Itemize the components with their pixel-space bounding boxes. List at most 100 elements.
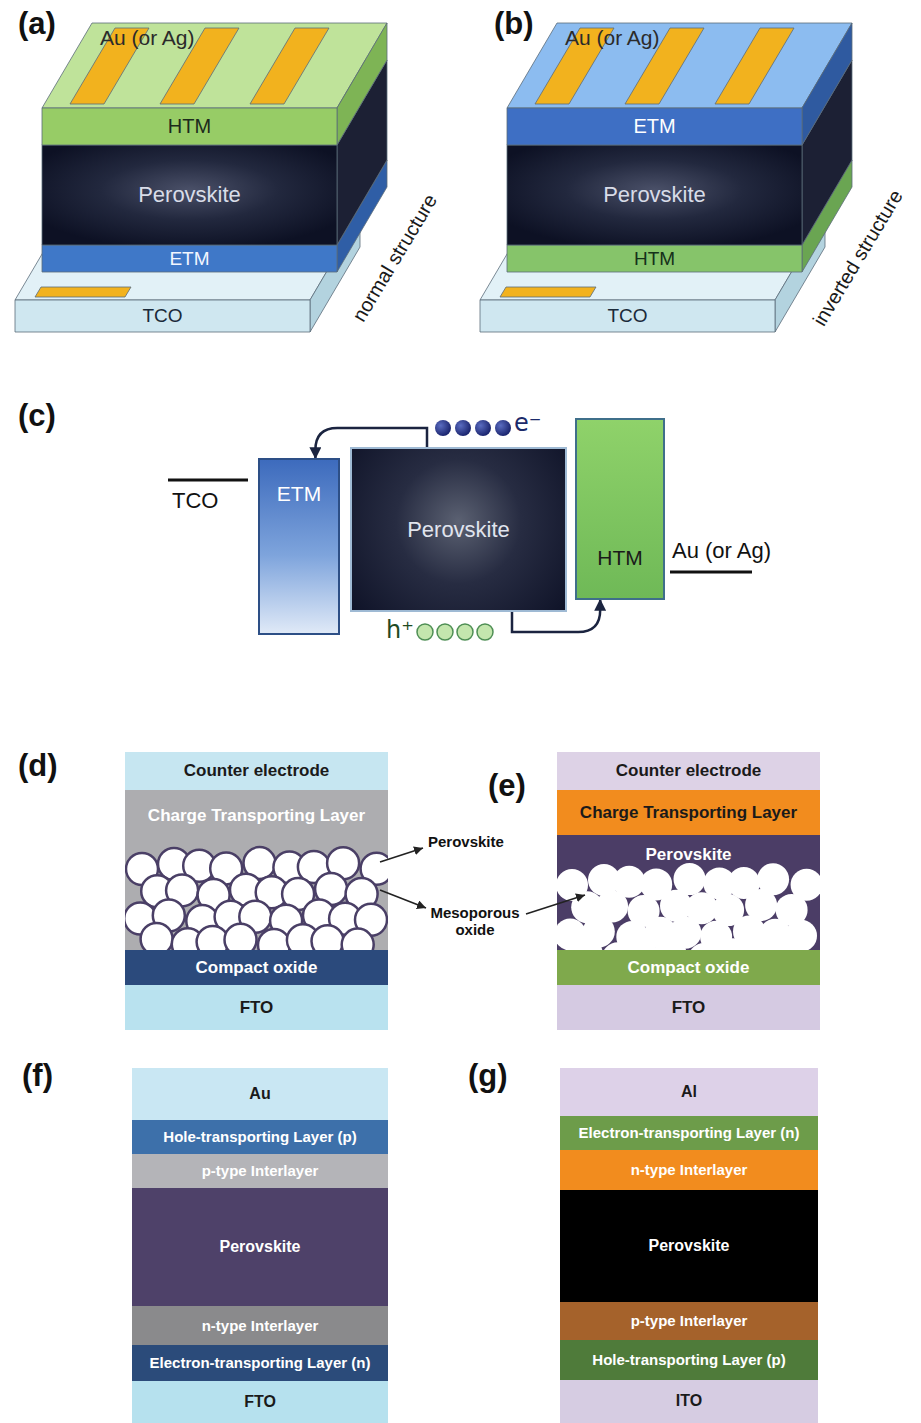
layer-box: Au [132, 1068, 388, 1120]
layer-box: Perovskite [557, 835, 820, 950]
layer-box: Charge Transporting Layer [125, 790, 388, 950]
layer-label: Compact oxide [196, 958, 318, 978]
layer-label: Au [249, 1085, 270, 1103]
layer-box: Perovskite [507, 145, 802, 245]
layer-box: Perovskite [42, 145, 337, 245]
layer-label: TCO [142, 305, 182, 327]
annotation-label: Perovskite [428, 833, 504, 850]
panel-letter: (e) [488, 768, 526, 804]
layer-box: Electron-transporting Layer (n) [560, 1116, 818, 1150]
layer-face [42, 145, 337, 245]
layer-label: Charge Transporting Layer [148, 806, 365, 826]
oxide-particle [772, 943, 804, 950]
annotation-label: e⁻ [514, 410, 541, 438]
oxide-particle [655, 938, 687, 950]
oxide-particle [225, 924, 257, 950]
oxide-particle [258, 929, 290, 950]
layer-face [802, 23, 852, 145]
layer-label: Al [681, 1083, 697, 1101]
layer-box: Counter electrode [125, 752, 388, 790]
layer-box: ETM [258, 458, 340, 635]
layer-box: p-type Interlayer [132, 1154, 388, 1188]
electrode-strip [35, 287, 131, 297]
layer-box: Compact oxide [557, 950, 820, 985]
layer-face [507, 245, 802, 272]
layer-label: Electron-transporting Layer (n) [150, 1354, 371, 1371]
layer-face [337, 23, 387, 145]
layer-box: p-type Interlayer [560, 1302, 818, 1340]
metal-level [670, 571, 752, 574]
layer-label: Perovskite [603, 182, 706, 207]
electrode-strip [500, 287, 596, 297]
layer-box: ETM [507, 108, 802, 145]
panel-letter: (b) [494, 6, 534, 42]
layer-box: Perovskite [560, 1190, 818, 1302]
layer-box: ETM [42, 245, 337, 272]
layer-label: Counter electrode [184, 761, 329, 781]
oxide-particle [688, 943, 720, 950]
layer-box: HTM [42, 108, 337, 145]
layer-box: TCO [480, 300, 775, 332]
panel-letter: (f) [22, 1058, 53, 1094]
layer-label: Hole-transporting Layer (p) [163, 1128, 356, 1145]
layer-label: Compact oxide [628, 958, 750, 978]
layer-box: Compact oxide [125, 950, 388, 985]
layer-label: FTO [240, 998, 274, 1018]
oxide-particle [342, 929, 374, 950]
layer-box: FTO [125, 985, 388, 1030]
annotation-label: normal structure [348, 190, 442, 326]
layer-label: HTM [597, 546, 643, 570]
layer-label: Perovskite [649, 1237, 730, 1255]
layer-label: HTM [634, 248, 675, 270]
oxide-particle [312, 925, 344, 950]
layer-label: p-type Interlayer [631, 1312, 748, 1329]
panel-letter: (c) [18, 398, 56, 434]
annotation-label: TCO [172, 488, 218, 513]
mesoporous-particles [557, 863, 820, 950]
layer-box: Charge Transporting Layer [557, 790, 820, 835]
layer-face [42, 23, 387, 108]
layer-box: TCO [15, 300, 310, 332]
panel-letter: (g) [468, 1058, 508, 1094]
layer-stacks [15, 23, 852, 332]
layer-label: ETM [169, 248, 209, 270]
annotation-label: inverted structure [808, 186, 907, 330]
layer-label: p-type Interlayer [202, 1162, 319, 1179]
annotation-label: Mesoporous oxide [420, 904, 530, 939]
layer-label: Perovskite [646, 845, 732, 865]
annotation-label: Au (or Ag) [565, 26, 660, 50]
hole-dots [417, 624, 493, 640]
layer-label: Counter electrode [616, 761, 761, 781]
layer-label: Charge Transporting Layer [580, 803, 797, 823]
layer-label: Perovskite [407, 517, 510, 542]
layer-face [507, 108, 802, 145]
leader-line [380, 848, 423, 862]
layer-box: HTM [575, 418, 665, 600]
layer-label: FTO [244, 1393, 276, 1411]
oxide-particle [742, 939, 774, 950]
layer-label: HTM [168, 115, 211, 138]
layer-box: FTO [557, 985, 820, 1030]
layer-face [480, 300, 775, 332]
oxide-particle [141, 923, 173, 950]
layer-label: ITO [676, 1392, 702, 1410]
leader-line [526, 895, 585, 914]
layer-face [42, 245, 337, 272]
layer-box: n-type Interlayer [560, 1150, 818, 1190]
layer-label: TCO [607, 305, 647, 327]
layer-box: Hole-transporting Layer (p) [560, 1340, 818, 1380]
layer-face [507, 145, 802, 245]
layer-face [42, 108, 337, 145]
annotation-label: h⁺ [386, 617, 414, 645]
layer-box: n-type Interlayer [132, 1306, 388, 1345]
panel-letter: (d) [18, 748, 58, 784]
layer-label: Hole-transporting Layer (p) [592, 1351, 785, 1368]
layer-box: Electron-transporting Layer (n) [132, 1345, 388, 1381]
panel-letter: (a) [18, 6, 56, 42]
perovskite-band [557, 835, 820, 950]
tco-level [168, 479, 248, 482]
electrode-strip [250, 28, 329, 104]
layer-box: Perovskite [350, 447, 567, 612]
layer-label: ETM [277, 482, 321, 506]
mesoporous-particles [125, 847, 388, 950]
